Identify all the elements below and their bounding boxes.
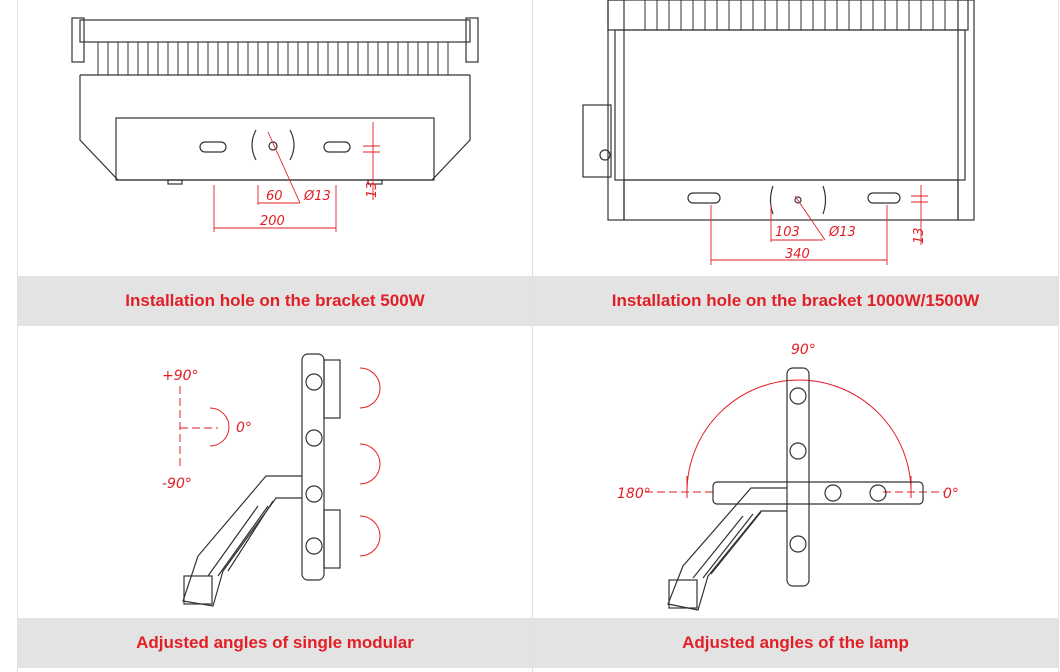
dim-hole-diameter: Ø13 bbox=[828, 225, 856, 240]
caption-bracket-500w: Installation hole on the bracket 500W bbox=[18, 276, 532, 326]
panel-lamp-angles-drawing: 90° 180° 0° bbox=[533, 326, 1058, 618]
caption-lamp-angles: Adjusted angles of the lamp bbox=[533, 618, 1058, 668]
bracket-500w-svg: 60 Ø13 200 13 bbox=[71, 17, 479, 232]
caption-text: Adjusted angles of the lamp bbox=[682, 633, 909, 652]
divider-left bbox=[17, 0, 18, 672]
lamp-angles-svg: 90° 180° 0° bbox=[617, 342, 959, 611]
dim-60: 60 bbox=[266, 189, 283, 204]
angle-90: 90° bbox=[791, 342, 816, 358]
dim-13: 13 bbox=[365, 181, 380, 198]
dim-200: 200 bbox=[260, 214, 285, 229]
dim-103: 103 bbox=[775, 225, 800, 240]
dim-13: 13 bbox=[912, 227, 927, 244]
dim-340: 340 bbox=[785, 247, 810, 262]
modular-angles-svg: +90° 0° -90° bbox=[162, 353, 381, 607]
panel-bracket-1000w-drawing: 103 Ø13 340 13 bbox=[533, 0, 1058, 276]
angle-plus-90: +90° bbox=[162, 368, 199, 384]
dim-hole-diameter: Ø13 bbox=[303, 189, 331, 204]
caption-modular-angles: Adjusted angles of single modular bbox=[18, 618, 532, 668]
panel-bracket-500w-drawing: 60 Ø13 200 13 bbox=[18, 0, 532, 276]
angle-minus-90: -90° bbox=[162, 476, 192, 492]
angle-0: 0° bbox=[943, 486, 959, 502]
angle-0: 0° bbox=[236, 420, 252, 436]
bracket-1000w-svg: 103 Ø13 340 13 bbox=[582, 0, 975, 265]
caption-text: Adjusted angles of single modular bbox=[136, 633, 414, 652]
caption-text: Installation hole on the bracket 500W bbox=[125, 291, 425, 310]
angle-180: 180° bbox=[617, 486, 651, 502]
caption-text: Installation hole on the bracket 1000W/1… bbox=[611, 291, 980, 310]
panel-modular-angles-drawing: +90° 0° -90° bbox=[18, 326, 532, 618]
divider-center bbox=[532, 0, 533, 672]
divider-right bbox=[1058, 0, 1059, 672]
caption-bracket-1000w: Installation hole on the bracket 1000W/1… bbox=[533, 276, 1058, 326]
